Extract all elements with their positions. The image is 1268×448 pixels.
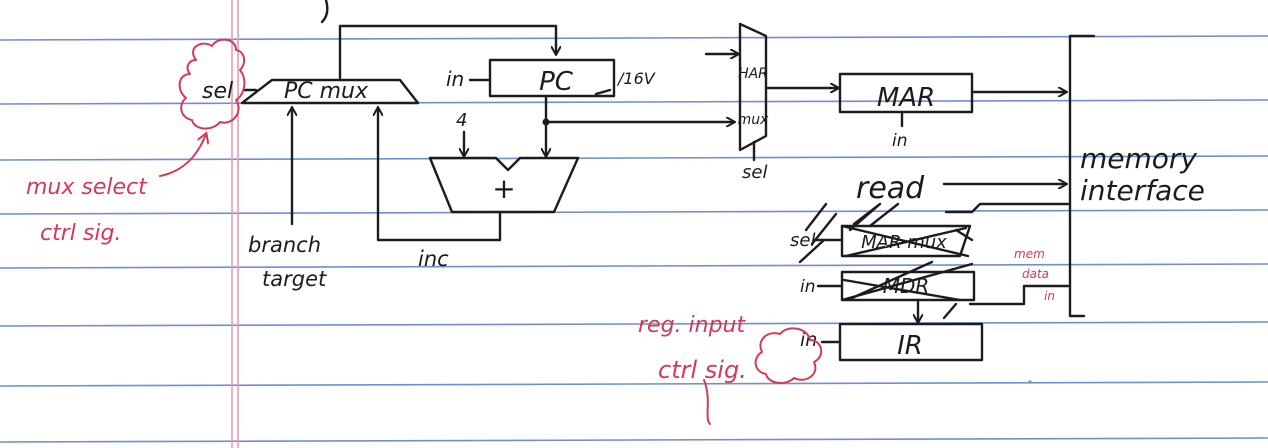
- ruled-lines: [0, 35, 1268, 443]
- mar-register: MAR: [838, 72, 974, 114]
- reg-input-line1: reg. input: [638, 313, 746, 338]
- margin-lines: [231, 0, 239, 448]
- read-label: read: [856, 171, 925, 206]
- har-mux: HAR mux: [738, 22, 770, 152]
- cloud-right: [754, 327, 823, 384]
- har-mux-sel-label: sel: [742, 162, 767, 183]
- pc-dash: [594, 88, 612, 96]
- mem-data-wire: [968, 284, 1070, 306]
- mar-in-label: in: [892, 131, 908, 151]
- pc-label: PC: [539, 67, 574, 97]
- branch-target-line1: branch: [248, 233, 321, 257]
- mar-label: MAR: [877, 83, 935, 113]
- stray-dot: [1028, 380, 1032, 384]
- inc-label: inc: [418, 247, 449, 271]
- pc-in-label: in: [446, 67, 464, 91]
- har-mux-label-2: mux: [738, 112, 770, 128]
- pc-mux: PC mux: [240, 78, 420, 105]
- mem-data-line2: data: [1022, 267, 1049, 281]
- crossed-mar-mux: MAR mux: [840, 202, 974, 258]
- mux-select-arrow: [159, 134, 206, 177]
- pc-mux-sel-label: sel: [202, 79, 233, 104]
- stray-mark: [320, 0, 329, 24]
- adder-label: +: [492, 172, 515, 205]
- ir-register: IR: [838, 322, 984, 362]
- stray-dot-2: [884, 244, 888, 248]
- inc-wire: [378, 108, 502, 242]
- pc-mux-label: PC mux: [284, 79, 369, 104]
- reg-input-annotation: reg. input ctrl sig.: [638, 313, 823, 425]
- crossed-scribble: [798, 202, 838, 264]
- const-four-label: 4: [456, 110, 467, 131]
- memory-interface-bracket: [1068, 34, 1096, 318]
- memory-out-wire: [944, 202, 1070, 214]
- cloud-left: [178, 38, 246, 130]
- har-mux-label-1: HAR: [738, 66, 768, 82]
- mux-select-line2: ctrl sig.: [40, 221, 121, 246]
- pc-register: PC: [488, 58, 616, 98]
- mdr-side-wire: [942, 302, 958, 320]
- mux-select-annotation: mux select ctrl sig.: [26, 38, 246, 246]
- branch-target-line2: target: [262, 267, 327, 291]
- pc-loop-wire: [338, 24, 556, 80]
- ir-label: IR: [897, 331, 923, 361]
- reg-input-line2: ctrl sig.: [658, 356, 747, 384]
- reg-input-tail: [703, 379, 711, 425]
- memory-interface-line1: memory: [1080, 142, 1197, 175]
- adder: +: [428, 156, 580, 214]
- memory-interface-line2: interface: [1080, 174, 1205, 207]
- crossed-mdr-in-label: in: [800, 277, 816, 297]
- crossed-mux-sel-label: sel: [790, 230, 815, 251]
- mux-select-line1: mux select: [26, 175, 148, 200]
- pc-scribble-label: /16V: [616, 69, 656, 88]
- mem-data-line3: in: [1044, 289, 1055, 303]
- crossed-mdr: MDR: [840, 260, 976, 302]
- ir-in-label: in: [800, 329, 817, 351]
- mem-data-line1: mem: [1014, 247, 1045, 261]
